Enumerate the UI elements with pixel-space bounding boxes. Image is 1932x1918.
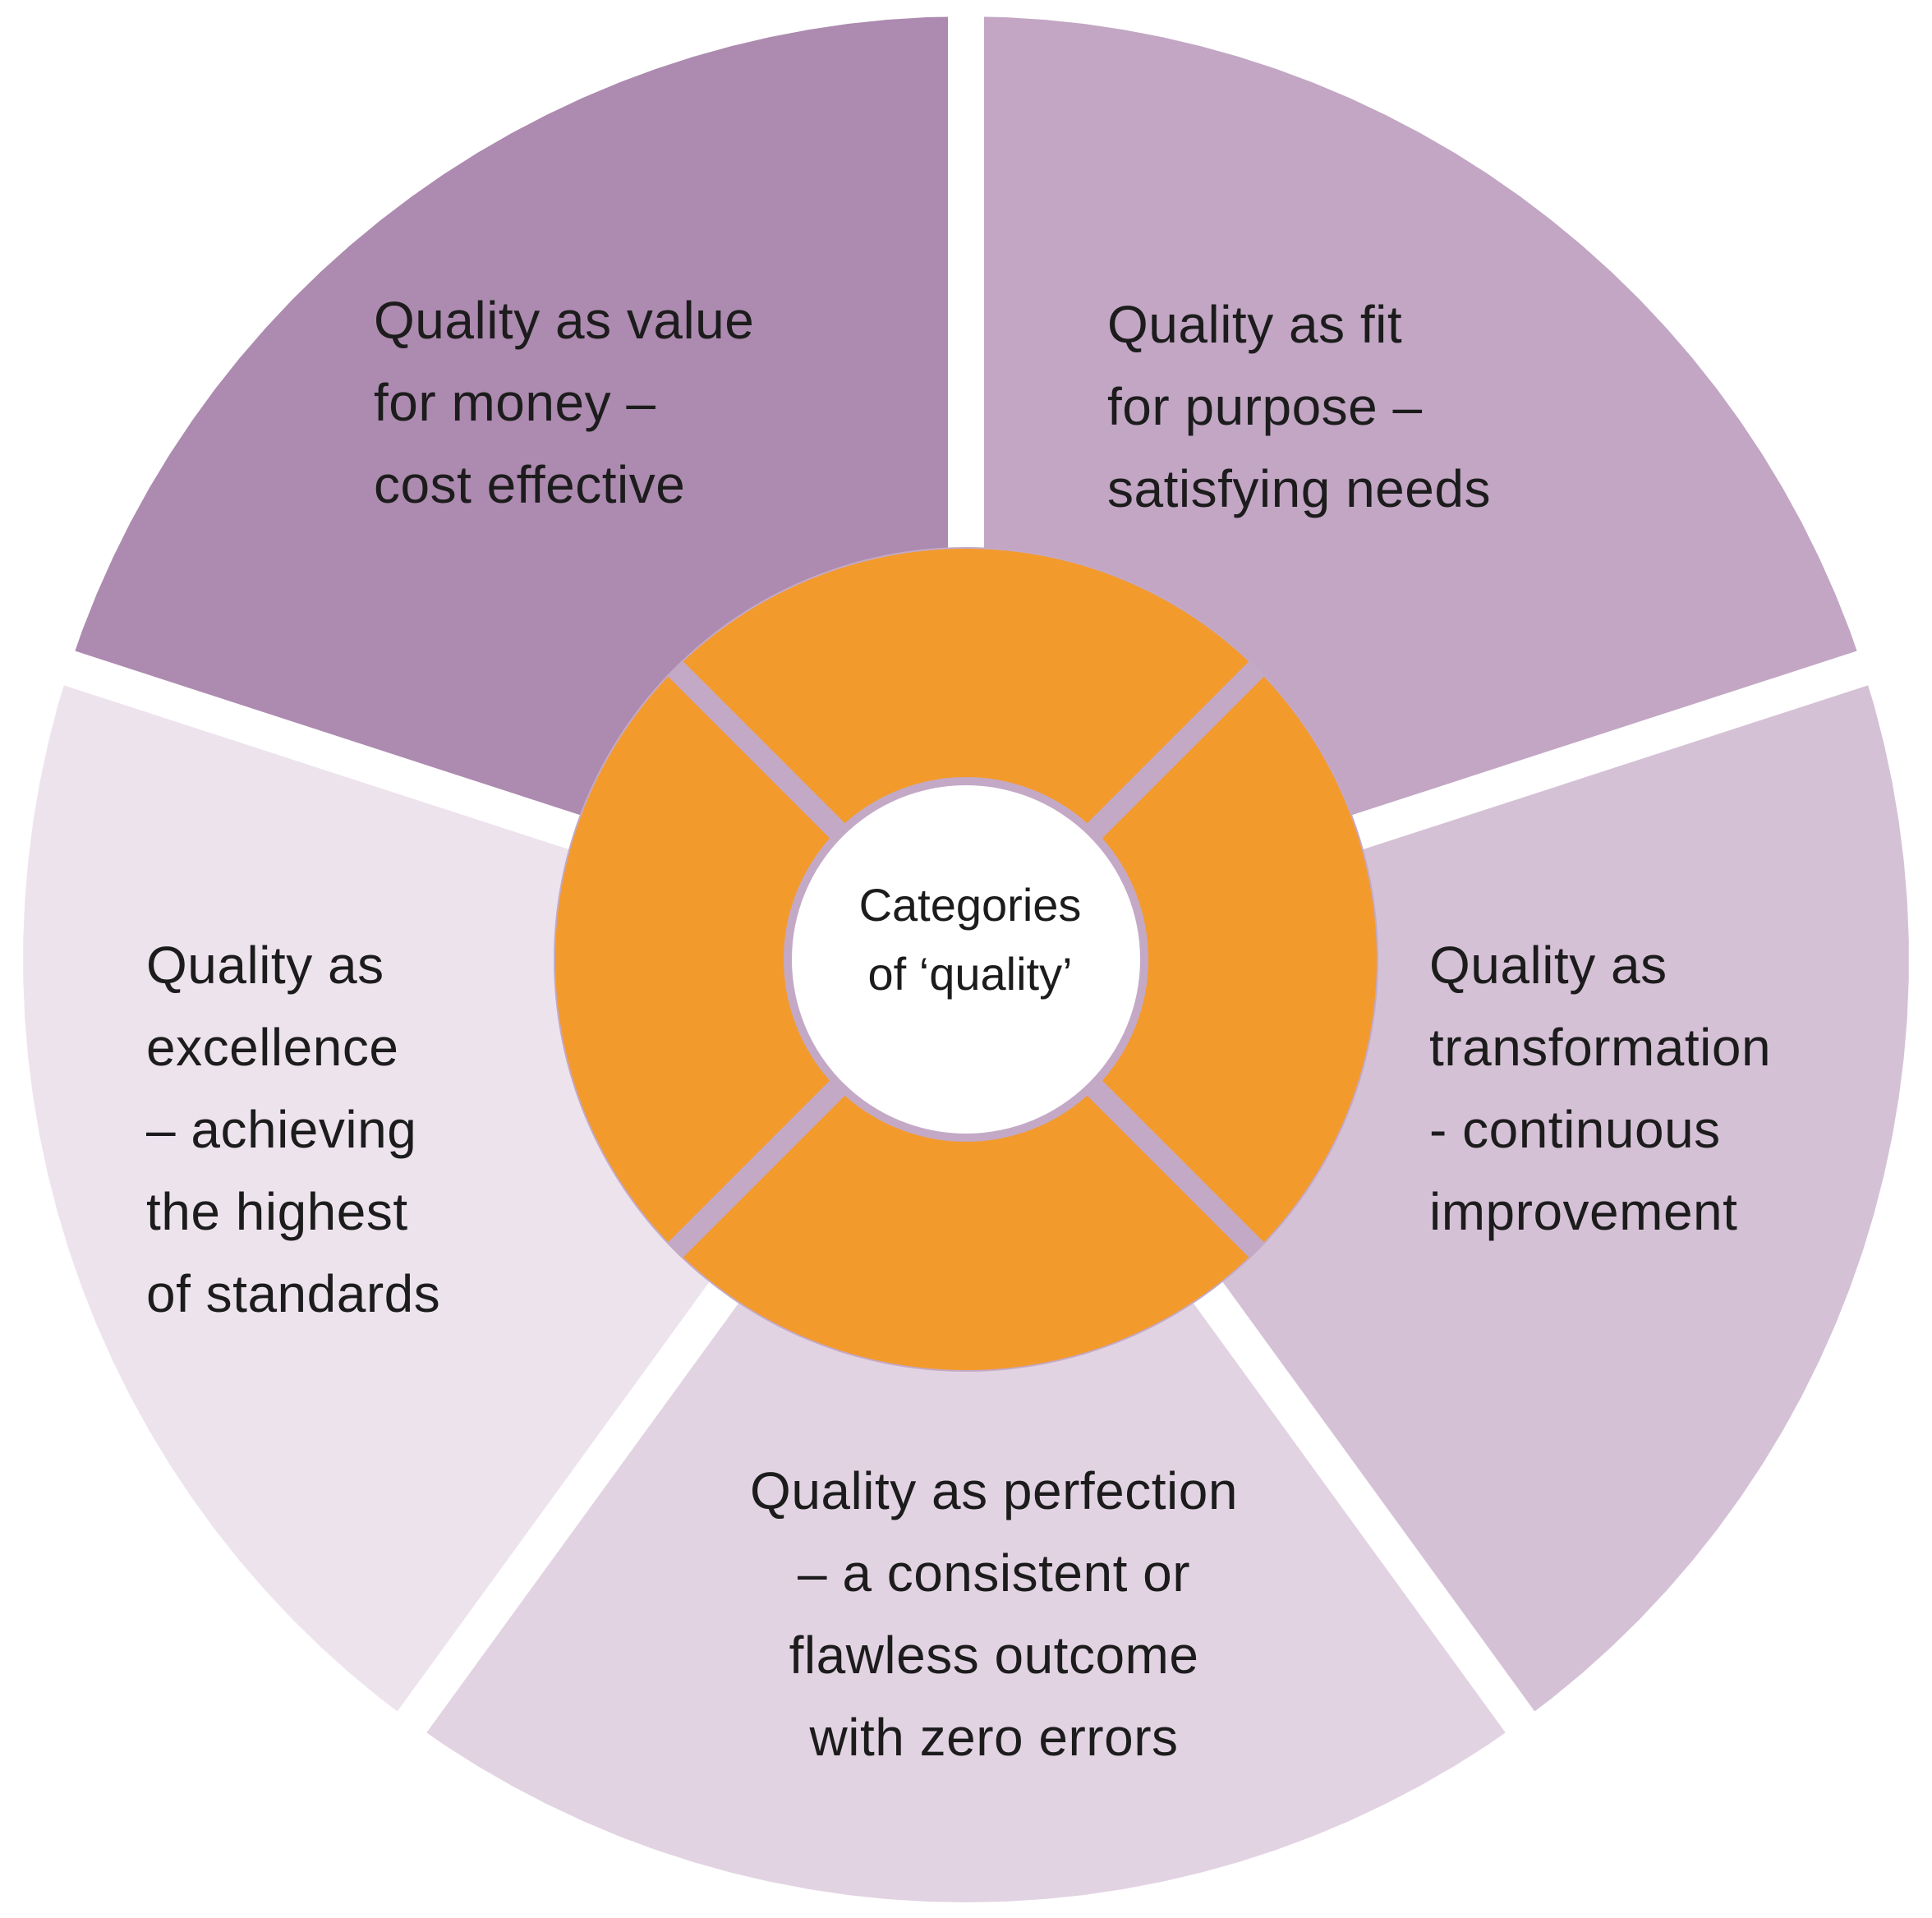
segment-excellence-line-4: the highest [146, 1182, 408, 1241]
segment-value-line-2: for money – [374, 373, 656, 432]
segment-fit-line-2: for purpose – [1107, 377, 1423, 436]
ring-quarter-left [555, 676, 830, 1243]
segment-fit-line-1: Quality as fit [1107, 295, 1403, 354]
center-label-line-1: Categories [858, 879, 1082, 931]
segment-value-line-1: Quality as value [374, 291, 755, 350]
ring-quarter-right [1102, 676, 1378, 1243]
segment-label-value: Quality as value for money – cost effect… [374, 279, 754, 526]
segment-excellence-line-3: – achieving [146, 1100, 417, 1159]
segment-label-excellence: Quality as excellence – achieving the hi… [146, 924, 440, 1335]
segment-label-fit: Quality as fit for purpose – satisfying … [1107, 283, 1491, 530]
segment-transformation-line-3: - continuous [1429, 1100, 1721, 1159]
segment-wedge-perfection [412, 959, 1520, 1902]
segment-transformation-line-1: Quality as [1429, 936, 1668, 995]
center-circle [792, 785, 1140, 1134]
segment-value-line-3: cost effective [374, 455, 686, 514]
segment-label-transformation: Quality as transformation - continuous i… [1429, 924, 1771, 1253]
segment-excellence-line-5: of standards [146, 1264, 441, 1323]
ring-quarter-bottom [683, 1095, 1249, 1370]
segment-transformation-line-2: transformation [1429, 1018, 1772, 1077]
segment-excellence-line-2: excellence [146, 1018, 399, 1077]
center-label-line-2: of ‘quality’ [867, 948, 1073, 1000]
ring-quarter-top [683, 549, 1249, 824]
segment-excellence-line-1: Quality as [146, 936, 384, 995]
center-label: Categories of ‘quality’ [798, 871, 1143, 1009]
segment-fit-line-3: satisfying needs [1107, 459, 1491, 518]
segment-transformation-line-4: improvement [1429, 1182, 1738, 1241]
segment-perfection-line-4: with zero errors [809, 1708, 1179, 1767]
segment-label-perfection: Quality as perfection – a consistent or … [641, 1450, 1347, 1778]
segment-perfection-line-1: Quality as perfection [750, 1461, 1238, 1520]
segment-perfection-line-2: – a consistent or [797, 1543, 1191, 1603]
segment-perfection-line-3: flawless outcome [789, 1626, 1199, 1685]
